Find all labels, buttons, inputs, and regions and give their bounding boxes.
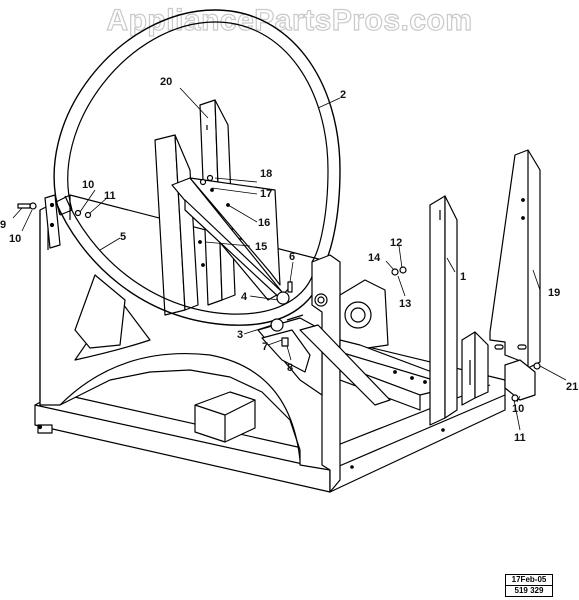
callout-11-right: 11 [514,432,526,444]
ring-outer [53,9,341,271]
callout-10-top: 10 [82,179,94,191]
small-brackets [461,331,489,406]
ring-inner [67,21,329,263]
callout-7: 7 [262,341,268,353]
watermark: AppliancePartsPros.com [106,3,473,37]
callout-12: 12 [390,237,402,249]
curved-strap [54,195,326,326]
upright-19 [489,149,541,371]
lower-diagonal-strap [299,324,391,406]
control-box [194,391,256,443]
fasteners [199,174,407,276]
callout-4: 4 [241,291,248,303]
callout-13: 13 [399,298,411,310]
left-panel-cutout [74,274,126,349]
stamp-code: 519 329 [514,586,544,595]
motor-mount-plate [339,279,389,353]
callout-2: 2 [340,89,346,101]
callout-14: 14 [368,252,381,264]
callout-9: 9 [0,219,6,231]
corner-bracket [504,359,541,402]
callout-labels: 1 2 3 4 5 6 7 8 9 10 11 12 13 14 15 16 1… [0,76,578,444]
callout-10-right: 10 [512,403,524,415]
callout-5: 5 [120,231,126,243]
base-front-face [34,404,331,493]
callout-6: 6 [289,251,295,263]
diagonal-brace [171,177,283,301]
callout-18: 18 [260,168,272,180]
stamp-date: 17Feb-05 [506,575,552,586]
callout-16: 16 [258,217,270,229]
callout-19: 19 [548,287,560,299]
left-mount-bracket [17,194,92,249]
callout-8: 8 [287,362,293,374]
callout-20: 20 [160,76,172,88]
callout-10-left: 10 [9,233,21,245]
shaft-assembly [270,281,304,347]
callout-17: 17 [260,188,272,200]
rear-brace-bars [299,324,441,411]
leader-lines [12,87,567,431]
drawing-stamp: 17Feb-05 519 329 [505,574,553,597]
callout-11-left: 11 [104,190,116,202]
foot-left [37,424,53,434]
upright-1 [429,195,458,426]
callout-21: 21 [566,381,578,393]
callout-1: 1 [460,271,466,283]
base-frame [34,344,506,493]
callout-15: 15 [255,241,267,253]
callout-3: 3 [237,329,243,341]
